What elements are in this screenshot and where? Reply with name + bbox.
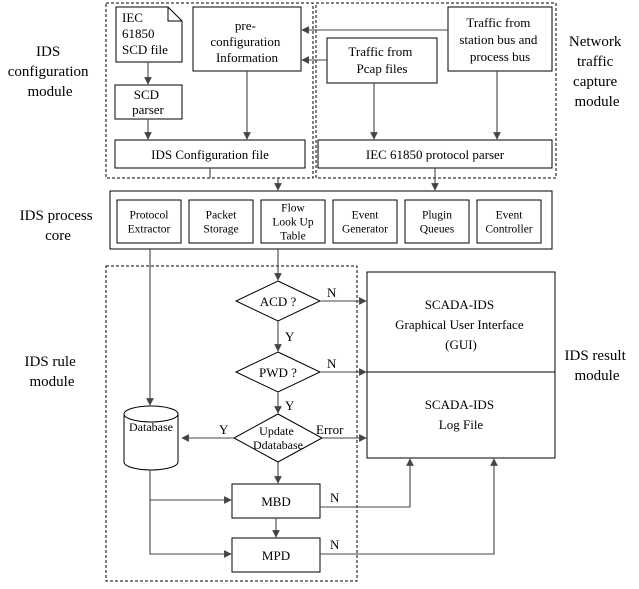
core-component-box xyxy=(260,199,326,244)
mpd-no-arrow xyxy=(320,458,498,555)
scd-file-fold xyxy=(167,7,182,22)
update-yes-label: Y xyxy=(219,422,229,437)
pwd-yes-label: Y xyxy=(285,398,295,413)
config-file-text: IDS Configuration file xyxy=(151,147,269,162)
database-label: Database xyxy=(129,420,173,434)
config-file-box xyxy=(114,139,306,169)
mbd-no-arrow xyxy=(320,458,414,508)
gui-text: SCADA-IDS Graphical User Interface (GUI) xyxy=(395,297,527,352)
capture-module-label: Network traffic capture module xyxy=(569,34,625,110)
mpd-text: MPD xyxy=(262,548,290,563)
preconfig-text: pre- configuration Information xyxy=(210,18,283,65)
update-database-text: Update Ddatabase xyxy=(253,424,303,452)
preconfig-box xyxy=(192,6,302,72)
station-traffic-box xyxy=(447,6,553,72)
scd-parser-box xyxy=(114,84,183,120)
scd-file-box xyxy=(115,6,183,63)
result-box xyxy=(366,271,556,459)
config-module-label: IDS configuration module xyxy=(8,44,93,100)
pwd-no-label: N xyxy=(327,356,337,371)
core-component-box xyxy=(116,199,182,244)
pcap-traffic-box xyxy=(326,37,438,84)
mbd-no-label: N xyxy=(330,490,340,505)
core-component-box xyxy=(404,199,470,244)
scd-parser-text: SCD parser xyxy=(132,87,164,117)
database-to-mpd-arrow xyxy=(149,500,232,558)
mpd-box xyxy=(231,537,321,573)
pcap-traffic-text: Traffic from Pcap files xyxy=(348,44,415,76)
mpd-no-label: N xyxy=(330,537,340,552)
scd-file-text: IEC 61850 SCD file xyxy=(122,10,168,57)
core-component-box xyxy=(188,199,254,244)
capture-module-region xyxy=(315,2,557,179)
mbd-text: MBD xyxy=(261,494,291,509)
database-to-mbd-arrow xyxy=(149,470,232,504)
acd-decision-text: ACD ? xyxy=(260,294,297,309)
process-module-label: IDS process core xyxy=(20,208,97,244)
core-component-box xyxy=(476,199,542,244)
rule-module-label: IDS rule module xyxy=(25,354,80,390)
rule-module-region xyxy=(105,265,358,582)
mbd-box xyxy=(231,483,321,519)
station-traffic-text: Traffic from station bus and process bus xyxy=(459,15,540,64)
pwd-decision-text: PWD ? xyxy=(259,365,297,380)
acd-no-label: N xyxy=(327,285,337,300)
protocol-parser-text: IEC 61850 protocol parser xyxy=(366,147,505,162)
update-error-label: Error xyxy=(316,422,344,437)
database-cylinder xyxy=(123,405,179,471)
result-module-label: IDS result module xyxy=(565,348,630,384)
log-file-text: SCADA-IDS Log File xyxy=(425,397,498,432)
core-component-box xyxy=(332,199,398,244)
protocol-parser-box xyxy=(317,139,553,169)
acd-yes-label: Y xyxy=(285,329,295,344)
